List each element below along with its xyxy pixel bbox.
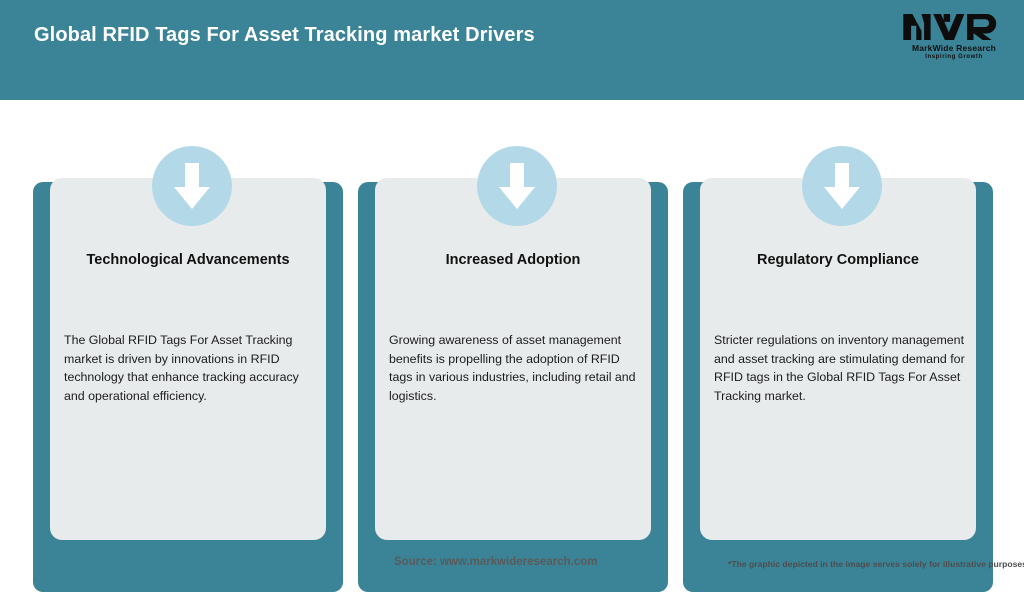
- arrow-down-glyph: [499, 163, 535, 209]
- brand-logo: MarkWide Research Inspiring Growth: [902, 10, 1006, 68]
- logo-tagline: Inspiring Growth: [925, 54, 983, 60]
- logo-company-name: MarkWide Research: [911, 43, 997, 53]
- page-title: Global RFID Tags For Asset Tracking mark…: [34, 24, 535, 46]
- arrow-down-icon: [477, 146, 557, 226]
- driver-card[interactable]: Technological Advancements The Global RF…: [33, 146, 343, 592]
- card-body-text: Growing awareness of asset management be…: [389, 333, 636, 403]
- driver-card[interactable]: Increased Adoption Growing awareness of …: [358, 146, 668, 592]
- header-bar: Global RFID Tags For Asset Tracking mark…: [0, 0, 1024, 100]
- card-heading: Increased Adoption: [445, 252, 581, 268]
- card-panel: Increased Adoption Growing awareness of …: [375, 178, 651, 540]
- card-heading: Regulatory Compliance: [757, 252, 919, 268]
- mwr-logo-icon: [903, 14, 997, 40]
- card-panel: Regulatory Compliance Stricter regulatio…: [700, 178, 976, 540]
- source-label: Source: www.markwideresearch.com: [394, 556, 598, 568]
- arrow-down-icon: [152, 146, 232, 226]
- arrow-down-glyph: [824, 163, 860, 209]
- arrow-down-icon: [802, 146, 882, 226]
- card-panel: Technological Advancements The Global RF…: [50, 178, 326, 540]
- disclaimer-note: *The graphic depicted in the image serve…: [728, 559, 1024, 569]
- drivers-card-row: Technological Advancements The Global RF…: [0, 100, 1024, 592]
- card-body-text: The Global RFID Tags For Asset Tracking …: [64, 333, 299, 403]
- card-heading: Technological Advancements: [86, 252, 290, 268]
- arrow-down-glyph: [174, 163, 210, 209]
- driver-card[interactable]: Regulatory Compliance Stricter regulatio…: [683, 146, 993, 592]
- card-body-text: Stricter regulations on inventory manage…: [714, 333, 965, 403]
